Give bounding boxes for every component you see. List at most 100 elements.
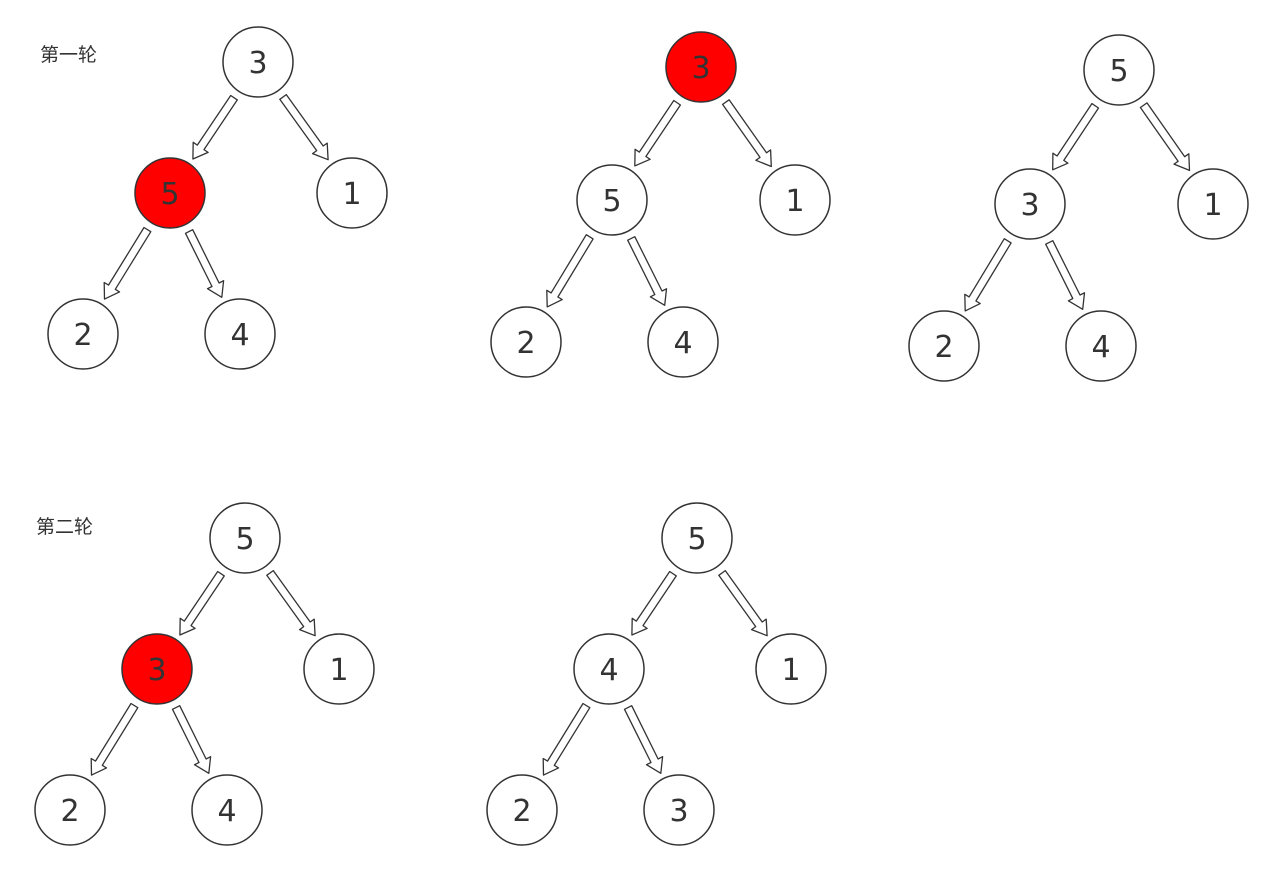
arrow-left-child-to-left-right-child bbox=[1045, 240, 1086, 310]
arrow-root-to-right-child bbox=[266, 569, 316, 637]
tree-node-left-left-child: 2 bbox=[34, 774, 106, 846]
tree-node-left-right-child: 3 bbox=[643, 774, 715, 846]
arrow-left-child-to-left-right-child bbox=[623, 705, 664, 774]
tree-node-left-left-child: 2 bbox=[47, 298, 119, 370]
node-circle bbox=[1177, 168, 1249, 240]
node-value: 4 bbox=[599, 653, 618, 688]
tree-node-left-right-child: 4 bbox=[191, 774, 263, 846]
arrow-root-to-left-child bbox=[1052, 102, 1100, 171]
node-value: 5 bbox=[687, 522, 706, 557]
arrow-left-child-to-left-right-child bbox=[627, 236, 668, 306]
node-circle bbox=[755, 633, 827, 705]
node-circle bbox=[908, 310, 980, 382]
arrow-root-to-left-child bbox=[631, 570, 677, 636]
tree-node-left-right-child: 4 bbox=[1065, 310, 1137, 382]
heap-tree-r1-t3: 5 3 1 2 4 bbox=[908, 34, 1249, 382]
tree-node-root: 5 bbox=[1083, 34, 1155, 106]
tree-node-left-right-child: 4 bbox=[647, 306, 719, 378]
node-value: 1 bbox=[342, 177, 361, 212]
node-value: 3 bbox=[669, 794, 688, 829]
node-circle bbox=[34, 774, 106, 846]
tree-node-right-child: 1 bbox=[316, 157, 388, 229]
node-circle bbox=[490, 306, 562, 378]
node-value: 1 bbox=[785, 184, 804, 219]
tree-node-left-child: 4 bbox=[573, 633, 645, 705]
arrow-root-to-right-child bbox=[279, 93, 329, 161]
arrow-left-child-to-left-right-child bbox=[171, 705, 212, 774]
node-circle bbox=[209, 502, 281, 574]
heap-tree-r2-t2: 5 4 1 2 3 bbox=[486, 502, 827, 846]
round-label-2: 第二轮 bbox=[36, 516, 94, 538]
tree-node-right-child: 1 bbox=[303, 633, 375, 705]
tree-node-left-left-child: 2 bbox=[486, 774, 558, 846]
arrow-left-child-to-left-left-child bbox=[103, 226, 152, 300]
node-circle bbox=[121, 633, 193, 705]
tree-node-root: 5 bbox=[661, 502, 733, 574]
node-circle bbox=[643, 774, 715, 846]
arrow-root-to-left-child bbox=[634, 99, 682, 167]
heap-tree-r2-t1: 5 3 1 2 4 bbox=[34, 502, 375, 846]
arrow-left-child-to-left-left-child bbox=[964, 238, 1012, 312]
node-value: 2 bbox=[73, 318, 92, 353]
tree-node-right-child: 1 bbox=[759, 164, 831, 236]
tree-node-left-child: 5 bbox=[134, 157, 206, 229]
node-circle bbox=[486, 774, 558, 846]
node-value: 2 bbox=[512, 794, 531, 829]
node-circle bbox=[222, 26, 294, 98]
tree-node-root: 3 bbox=[665, 31, 737, 103]
arrow-left-child-to-left-left-child bbox=[542, 702, 591, 776]
node-circle bbox=[759, 164, 831, 236]
node-circle bbox=[661, 502, 733, 574]
arrow-root-to-left-child bbox=[192, 94, 238, 160]
tree-node-right-child: 1 bbox=[1177, 168, 1249, 240]
node-circle bbox=[994, 168, 1066, 240]
node-circle bbox=[134, 157, 206, 229]
node-circle bbox=[191, 774, 263, 846]
node-value: 1 bbox=[781, 653, 800, 688]
tree-node-left-left-child: 2 bbox=[490, 306, 562, 378]
round-label-1: 第一轮 bbox=[40, 44, 98, 66]
node-value: 5 bbox=[602, 184, 621, 219]
tree-node-left-child: 5 bbox=[576, 164, 648, 236]
node-circle bbox=[1083, 34, 1155, 106]
arrow-left-child-to-left-left-child bbox=[546, 234, 594, 308]
node-value: 2 bbox=[516, 326, 535, 361]
arrow-left-child-to-left-right-child bbox=[184, 229, 225, 298]
arrow-left-child-to-left-left-child bbox=[90, 702, 139, 776]
node-value: 5 bbox=[1109, 54, 1128, 89]
arrow-root-to-right-child bbox=[718, 569, 768, 637]
node-value: 1 bbox=[1203, 188, 1222, 223]
node-value: 1 bbox=[329, 653, 348, 688]
arrow-root-to-right-child bbox=[1139, 102, 1191, 172]
node-value: 4 bbox=[230, 318, 249, 353]
tree-node-left-left-child: 2 bbox=[908, 310, 980, 382]
node-value: 3 bbox=[147, 653, 166, 688]
node-circle bbox=[303, 633, 375, 705]
node-value: 5 bbox=[235, 522, 254, 557]
node-value: 2 bbox=[60, 794, 79, 829]
node-value: 4 bbox=[217, 794, 236, 829]
node-circle bbox=[47, 298, 119, 370]
tree-node-left-child: 3 bbox=[994, 168, 1066, 240]
heap-tree-r1-t1: 3 5 1 2 4 bbox=[47, 26, 388, 370]
node-circle bbox=[665, 31, 737, 103]
heap-tree-r1-t2: 3 5 1 2 4 bbox=[490, 31, 831, 378]
node-circle bbox=[576, 164, 648, 236]
tree-node-root: 3 bbox=[222, 26, 294, 98]
node-circle bbox=[1065, 310, 1137, 382]
node-value: 2 bbox=[934, 330, 953, 365]
tree-node-right-child: 1 bbox=[755, 633, 827, 705]
node-circle bbox=[647, 306, 719, 378]
node-value: 3 bbox=[248, 46, 267, 81]
node-value: 3 bbox=[1020, 188, 1039, 223]
node-circle bbox=[204, 298, 276, 370]
tree-node-left-child: 3 bbox=[121, 633, 193, 705]
node-circle bbox=[573, 633, 645, 705]
node-value: 5 bbox=[160, 177, 179, 212]
arrow-root-to-left-child bbox=[179, 570, 225, 636]
node-circle bbox=[316, 157, 388, 229]
tree-node-left-right-child: 4 bbox=[204, 298, 276, 370]
node-value: 3 bbox=[691, 51, 710, 86]
node-value: 4 bbox=[673, 326, 692, 361]
